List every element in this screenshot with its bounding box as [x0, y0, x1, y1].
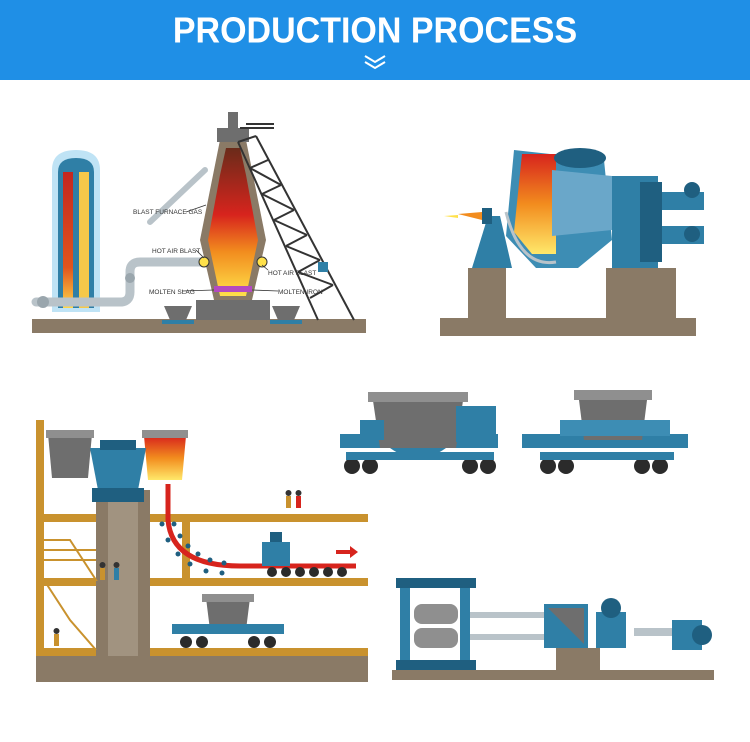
double-chevron-down-icon: [364, 55, 386, 70]
converter-ground: [440, 318, 696, 336]
label-hot-air-blast-left: HOT AIR BLAST: [152, 248, 200, 255]
skip-incline: [237, 123, 355, 321]
direction-arrow-icon: [336, 546, 358, 558]
caster-building-frame: [36, 420, 368, 682]
gearbox: [596, 598, 626, 648]
molten-strand: [165, 484, 356, 569]
torch-cutter: [262, 542, 290, 566]
hot-stove: [52, 150, 100, 312]
ladle-car-right: [522, 390, 688, 474]
strand-rollers: [159, 521, 227, 576]
blast-furnace-body: [196, 112, 270, 320]
runout-rollers: [267, 567, 347, 577]
stairs: [42, 539, 98, 651]
label-molten-iron: MOLTEN IRON: [278, 289, 323, 296]
oxygen-jet: [444, 208, 492, 224]
label-blast-furnace-gas: BLAST FURNACE GAS: [133, 209, 203, 216]
header-banner: PRODUCTION PROCESS: [0, 0, 750, 80]
page-title: PRODUCTION PROCESS: [172, 11, 578, 51]
ladle-car-caster: [172, 594, 284, 648]
label-molten-slag: MOLTEN SLAG: [149, 289, 195, 296]
ladle-car-left: [340, 392, 498, 474]
iron-pot: [270, 306, 302, 324]
label-hot-air-blast-right: HOT AIR BLAST: [268, 270, 316, 277]
workers: [53, 490, 302, 646]
ladle-turret: [90, 440, 146, 502]
converter-vessel: [506, 148, 612, 268]
ladle-left: [46, 430, 94, 478]
drive-shafts: [470, 612, 550, 640]
mill-ground: [392, 670, 714, 680]
ladle-right: [142, 430, 188, 480]
mill-stand: [396, 578, 476, 670]
pinion-stand: [544, 604, 588, 648]
slag-pot: [162, 306, 194, 324]
mill-motor: [634, 620, 712, 650]
converter-drive-motor: [662, 182, 704, 244]
